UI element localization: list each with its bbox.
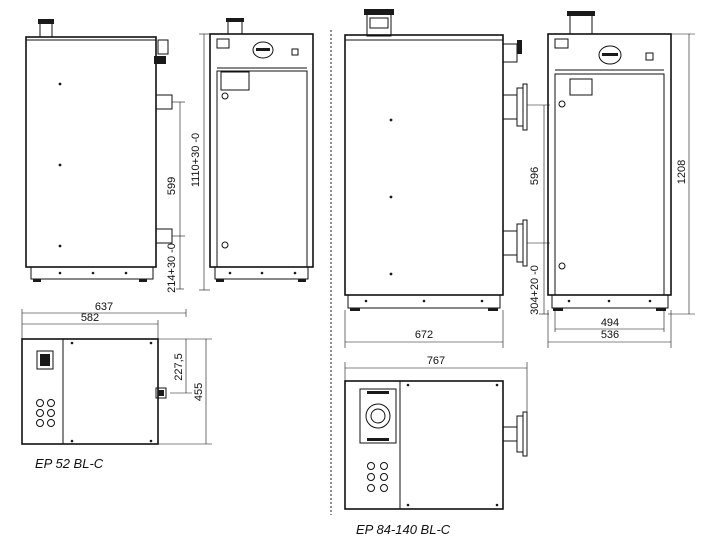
ep52-top-view bbox=[21, 338, 167, 445]
ep52-front-view bbox=[209, 18, 314, 282]
ep84-side-width-label: 672 bbox=[415, 329, 433, 341]
ep52-caption: EP 52 BL-C bbox=[35, 456, 104, 471]
ep84-caption: EP 84-140 BL-C bbox=[356, 522, 451, 537]
ep52-ports-spacing-label: 599 bbox=[166, 177, 178, 195]
ep52-top-width-body-label: 582 bbox=[81, 312, 99, 324]
ep52-top-width-total-label: 637 bbox=[95, 301, 113, 313]
ep84-side-dimensions: 596 304+20 -0 672 bbox=[344, 104, 550, 348]
ep52-side-view bbox=[25, 19, 173, 282]
ep84-front-inner-width-label: 494 bbox=[601, 317, 619, 329]
ep84-height-label: 1208 bbox=[676, 160, 688, 184]
ep84-front-view bbox=[547, 11, 672, 311]
ep52-top-half-depth-label: 227,5 bbox=[173, 353, 185, 381]
ep52-side-dimensions: 599 214+30 -0 bbox=[166, 101, 185, 293]
ep52-top-depth-label: 455 bbox=[193, 383, 205, 401]
ep84-top-dimensions: 767 bbox=[344, 355, 528, 412]
ep52-height-label: 1110+30 -0 bbox=[190, 133, 202, 187]
ep84-top-view bbox=[344, 380, 528, 510]
ep84-front-dimensions: 1208 494 536 bbox=[547, 33, 695, 348]
ep84-top-width-total-label: 767 bbox=[427, 355, 445, 367]
ep84-ports-spacing-label: 596 bbox=[529, 167, 541, 185]
ep84-side-view bbox=[344, 9, 528, 311]
ep52-ports-base-label: 214+30 -0 bbox=[166, 243, 178, 293]
ep84-ports-base-label: 304+20 -0 bbox=[529, 265, 541, 315]
ep84-front-width-label: 536 bbox=[601, 329, 619, 341]
ep52-height-dimension: 1110+30 -0 bbox=[190, 33, 210, 291]
ep52-top-dimensions: 637 582 227,5 455 bbox=[21, 301, 212, 445]
